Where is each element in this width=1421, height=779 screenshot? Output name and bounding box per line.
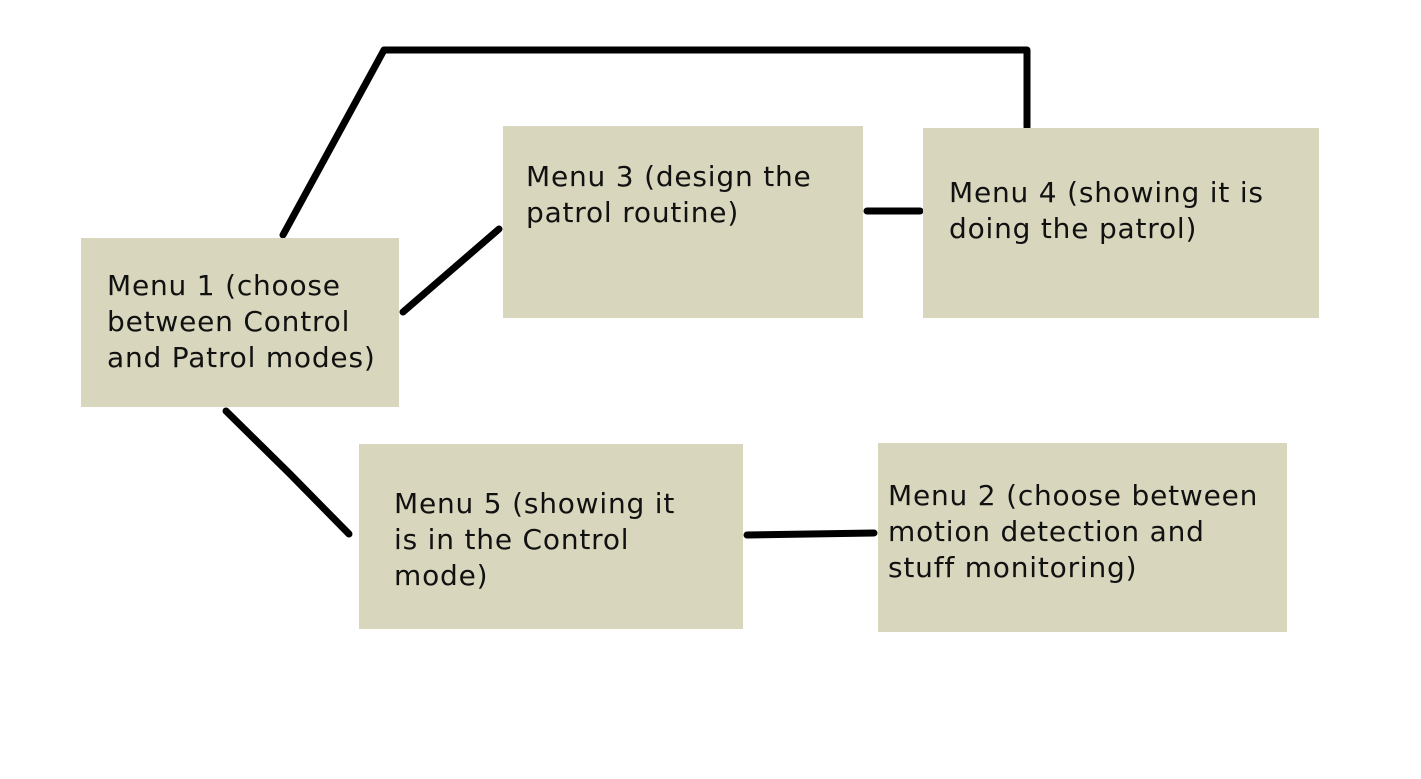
connector-menu1-to-menu5 bbox=[222, 407, 353, 538]
menu-5-label: Menu 5 (showing it is in the Control mod… bbox=[394, 487, 676, 592]
connector-menu1-to-menu4 bbox=[279, 46, 1031, 239]
menu-3-box: Menu 3 (design the patrol routine) bbox=[503, 126, 863, 318]
menu-1-label: Menu 1 (choose between Control and Patro… bbox=[107, 269, 376, 374]
menu-4-label: Menu 4 (showing it is doing the patrol) bbox=[949, 176, 1264, 245]
menu-5-box: Menu 5 (showing it is in the Control mod… bbox=[359, 444, 743, 629]
menu-4-box: Menu 4 (showing it is doing the patrol) bbox=[923, 128, 1319, 318]
menu-1-box: Menu 1 (choose between Control and Patro… bbox=[81, 238, 399, 407]
menu-2-label: Menu 2 (choose between motion detection … bbox=[888, 479, 1259, 584]
connector-menu5-to-menu2 bbox=[743, 529, 878, 539]
connector-menu1-to-menu3 bbox=[399, 225, 503, 316]
menu-2-box: Menu 2 (choose between motion detection … bbox=[878, 443, 1287, 632]
menu-3-label: Menu 3 (design the patrol routine) bbox=[526, 160, 812, 229]
